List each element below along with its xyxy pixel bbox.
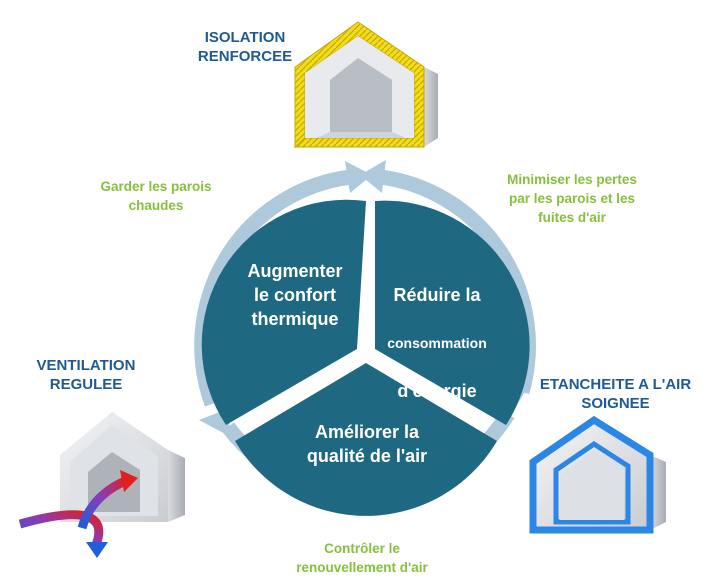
house-etancheite-icon [529,415,666,534]
segment-label-energie-line2: consommation [387,335,487,351]
text-controler-renouvellement: Contrôler le renouvellement d'air [296,541,428,575]
segment-label-confort: Augmenter le confort thermique [247,261,343,329]
segment-label-air: Améliorer la qualité de l'air [306,422,428,466]
ring-arc-left [194,169,352,407]
segment-label-energie: Réduire la consommation d'énergie [372,259,502,427]
house-ventilation-icon [18,412,185,558]
label-isolation-renforcee: ISOLATION RENFORCEE [197,29,293,65]
center-disc [201,199,530,516]
arrowhead-top-right [360,160,386,193]
segment-confort [201,199,366,425]
text-minimiser-pertes: Minimiser les pertes par les parois et l… [507,172,637,225]
label-etancheite-air: ETANCHEITE A L'AIR SOIGNEE [539,376,692,412]
house-isolation-icon [293,21,438,149]
label-ventilation-regulee: VENTILATION REGULEE [36,357,136,393]
arrowhead-top-left [345,161,372,193]
segment-energie [375,200,530,425]
text-garder-parois: Garder les parois chaudes [100,179,212,213]
segment-label-energie-line3: d'énergie [397,381,477,401]
segment-label-energie-line1: Réduire la [393,285,481,305]
segment-air [235,363,497,516]
